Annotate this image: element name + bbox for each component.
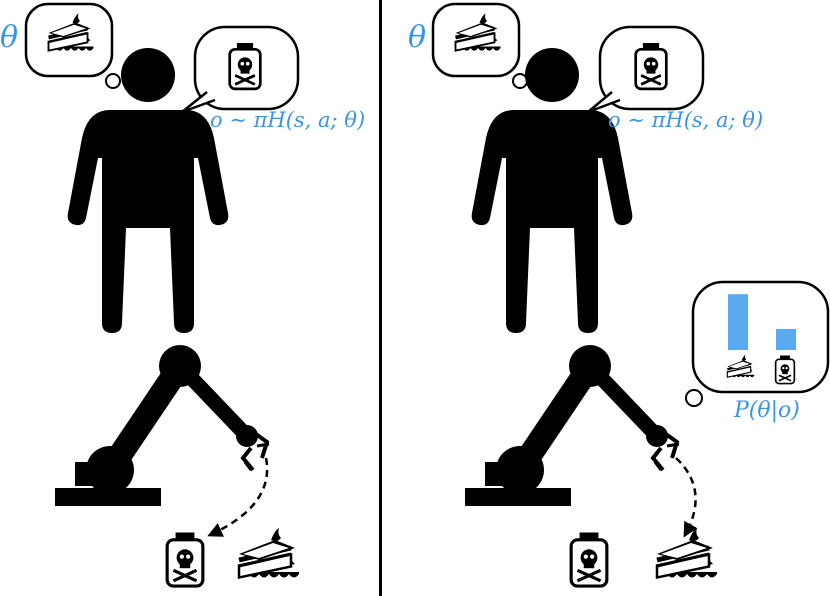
posterior-label: P(θ|o) bbox=[734, 398, 800, 423]
posterior-bars bbox=[728, 294, 796, 350]
right-robot-arm-icon bbox=[465, 345, 679, 506]
right-poison-object-icon bbox=[569, 530, 609, 588]
right-theta-label: θ bbox=[408, 20, 427, 55]
posterior-bar-cake bbox=[728, 294, 748, 350]
left-thought-bubble-cake bbox=[24, 2, 121, 89]
left-theta-label: θ bbox=[0, 20, 19, 55]
right-cake-object-icon bbox=[657, 528, 717, 578]
right-dashed-arrow bbox=[675, 457, 698, 538]
posterior-chart-bubble bbox=[685, 280, 830, 407]
left-illustration bbox=[24, 2, 380, 588]
posterior-bar-poison bbox=[776, 328, 796, 350]
right-thought-bubble-cake bbox=[431, 2, 528, 89]
left-dashed-arrow bbox=[207, 457, 269, 537]
left-policy-formula: o ∼ πH(s, a; θ) bbox=[210, 108, 366, 132]
panel-divider bbox=[379, 0, 382, 596]
right-policy-formula: o ∼ πH(s, a; θ) bbox=[608, 108, 764, 132]
right-speech-bubble-poison bbox=[587, 25, 705, 114]
posterior-poison-category-icon bbox=[774, 354, 796, 385]
left-speech-bubble-poison bbox=[181, 25, 300, 114]
right-poison-bubble-icon bbox=[634, 41, 668, 91]
